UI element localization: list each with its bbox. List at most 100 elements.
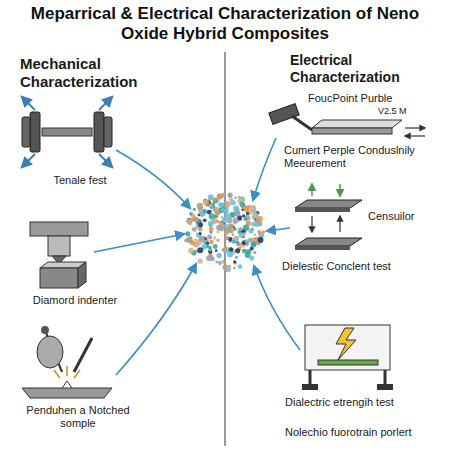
nanoparticle	[197, 258, 202, 263]
nanoparticle	[232, 233, 235, 236]
nanoparticle	[198, 223, 203, 228]
section-heading: Electrical Characterization	[290, 52, 445, 86]
pointer-arrow	[254, 266, 300, 350]
nanoparticle	[222, 260, 226, 264]
icon-caption: Dielestic Conclent test	[282, 260, 442, 273]
nanoparticle	[201, 209, 204, 212]
note: Nolechio fuorotrain porlert	[285, 426, 445, 439]
nanoparticle	[227, 192, 232, 197]
nanoparticle	[233, 260, 236, 263]
nanoparticle	[242, 214, 245, 217]
striker	[74, 338, 92, 372]
capacitor-plates-icon	[295, 184, 362, 250]
nanoparticle	[245, 239, 249, 243]
nanoparticle	[199, 236, 204, 241]
voltage-label: V2.5 M	[378, 106, 438, 117]
sample-layer	[318, 360, 378, 365]
pendulum-hammer	[37, 336, 63, 368]
indenter-shaft	[48, 236, 70, 256]
nanoparticle	[234, 236, 238, 240]
nanoparticle	[197, 247, 203, 253]
nanoparticle	[227, 251, 233, 257]
nanoparticle	[241, 206, 244, 209]
nanoparticle	[225, 213, 231, 219]
indenter-head	[30, 222, 88, 236]
bar	[42, 128, 92, 136]
nanoparticle	[250, 242, 256, 248]
nanoparticle	[224, 246, 228, 250]
nanoparticle	[216, 238, 220, 242]
nanoparticle	[221, 193, 226, 198]
sparks	[54, 366, 80, 378]
icon-caption: Censuilor	[368, 210, 443, 223]
nanoparticle	[254, 233, 256, 235]
nanoparticle	[216, 216, 218, 218]
sample-plate	[312, 120, 402, 128]
nanoparticle	[208, 194, 214, 200]
nanoparticle	[203, 200, 209, 206]
nanoparticle	[253, 251, 256, 254]
notched-sample	[22, 388, 112, 398]
nanoparticle	[209, 203, 215, 209]
nanoparticle	[207, 235, 212, 240]
nanoparticle-cluster	[184, 192, 265, 272]
nanoparticle	[257, 230, 261, 234]
nanoparticle	[185, 231, 190, 236]
nanoparticle	[216, 231, 219, 234]
nanoparticle	[252, 213, 257, 218]
nanoparticle	[198, 214, 201, 217]
field-arrow	[311, 184, 313, 196]
nanoparticle	[243, 225, 249, 231]
nanoparticle	[198, 206, 204, 212]
bottom-plate-edge	[295, 246, 350, 250]
icon-caption: Tenale fest	[25, 174, 135, 187]
nanoparticle	[205, 242, 207, 244]
nanoparticle	[209, 226, 214, 231]
nanoparticle	[213, 244, 218, 249]
plate	[104, 117, 112, 147]
nanoparticle	[242, 249, 246, 253]
nanoparticle	[218, 261, 222, 265]
nanoparticle	[222, 218, 227, 223]
foot	[302, 384, 318, 390]
nanoparticle	[238, 227, 242, 231]
sample-block	[40, 268, 78, 288]
nanoparticle	[218, 261, 221, 264]
nanoparticle	[216, 253, 221, 258]
nanoparticle	[210, 241, 212, 243]
nanoparticle	[229, 248, 233, 252]
icon-caption: Dialectric etrengih test	[285, 396, 445, 409]
probe-handle	[292, 116, 312, 130]
sample-side	[78, 262, 86, 288]
nanoparticle	[242, 232, 246, 236]
nanoparticle	[208, 246, 212, 250]
foot	[377, 384, 393, 390]
nanoparticle	[193, 208, 196, 211]
dielectric-strength-icon	[302, 325, 393, 390]
nanoparticle	[221, 208, 226, 213]
nanoparticle	[206, 255, 212, 261]
nanoparticle	[208, 204, 212, 208]
nanoparticle	[186, 218, 192, 224]
nanoparticle	[234, 210, 240, 216]
top-plate-edge	[295, 208, 350, 212]
current-arrow	[405, 135, 425, 136]
nanoparticle	[230, 224, 233, 227]
nanoparticle	[193, 216, 199, 222]
tensile-dumbbell-icon	[22, 97, 112, 167]
nanoparticle	[246, 249, 251, 254]
nanoparticle	[235, 256, 238, 259]
nanoparticle	[184, 238, 188, 242]
nanoparticle	[234, 228, 237, 231]
nanoparticle	[238, 264, 243, 269]
leg	[384, 370, 387, 386]
nanoparticle	[199, 232, 202, 235]
nanoparticle	[192, 227, 197, 232]
nanoparticle	[228, 193, 232, 197]
nanoparticle	[234, 236, 239, 241]
nanoparticle	[249, 256, 254, 261]
sample-plate-edge	[312, 128, 392, 134]
nanoparticle	[202, 209, 206, 213]
nanoparticle	[234, 196, 237, 199]
nanoparticle	[251, 227, 255, 231]
